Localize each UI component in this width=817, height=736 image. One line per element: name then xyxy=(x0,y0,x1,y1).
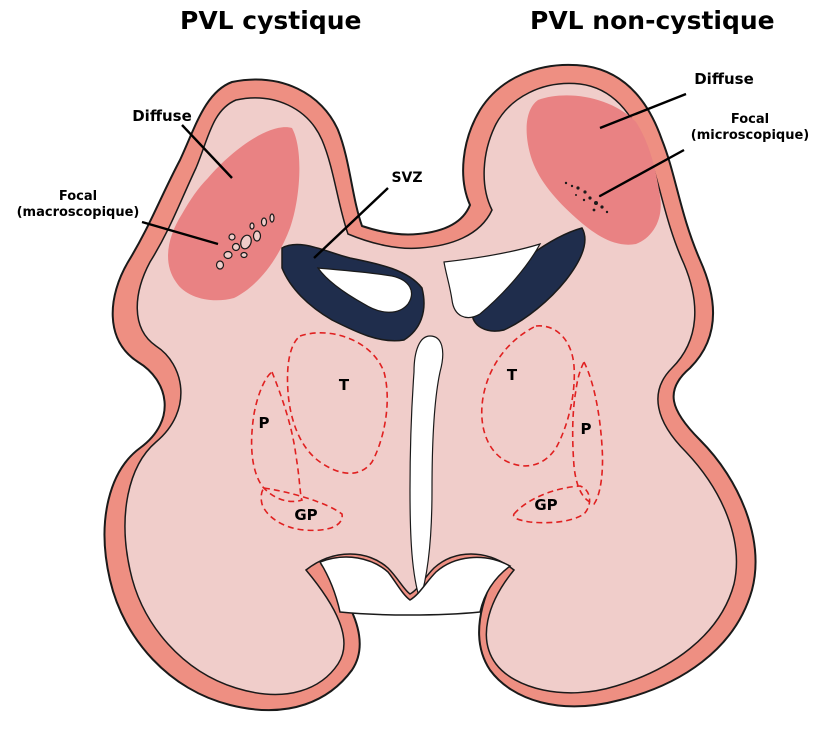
label-svz: SVZ xyxy=(391,170,422,186)
label-focal-left-1: Focal xyxy=(59,189,97,204)
label-focal-right-1: Focal xyxy=(731,112,769,127)
label-focal-right-2: (microscopique) xyxy=(691,128,809,143)
label-diffuse-right: Diffuse xyxy=(694,70,754,88)
label-putamen-right: P xyxy=(581,420,592,438)
label-thalamus-left: T xyxy=(339,376,350,394)
label-focal-left-2: (macroscopique) xyxy=(17,205,140,220)
label-putamen-left: P xyxy=(259,414,270,432)
label-diffuse-left: Diffuse xyxy=(132,107,192,125)
label-thalamus-right: T xyxy=(507,366,518,384)
label-gp-right: GP xyxy=(534,496,557,514)
label-gp-left: GP xyxy=(294,506,317,524)
